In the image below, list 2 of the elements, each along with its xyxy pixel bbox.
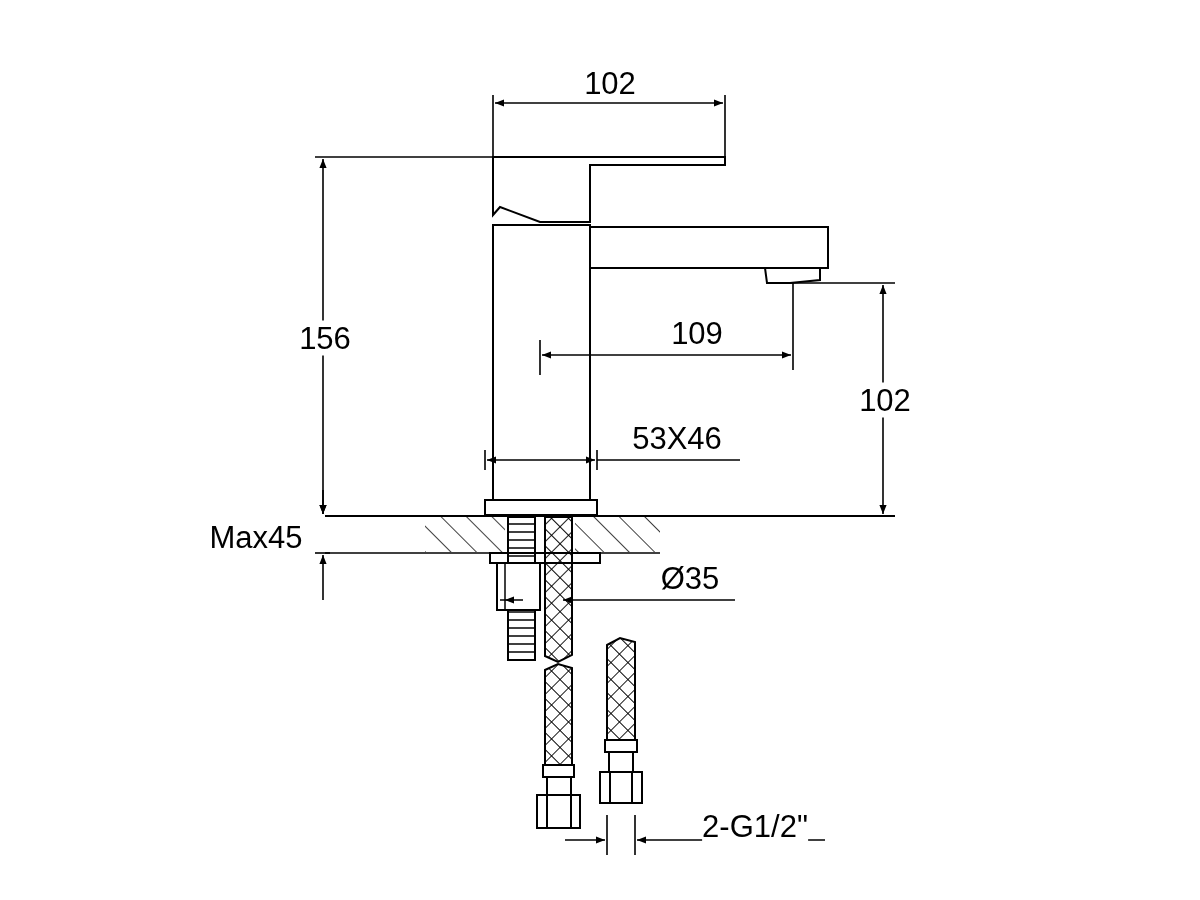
- dimension-label: 156: [299, 320, 351, 356]
- dimension-label: 102: [859, 382, 911, 418]
